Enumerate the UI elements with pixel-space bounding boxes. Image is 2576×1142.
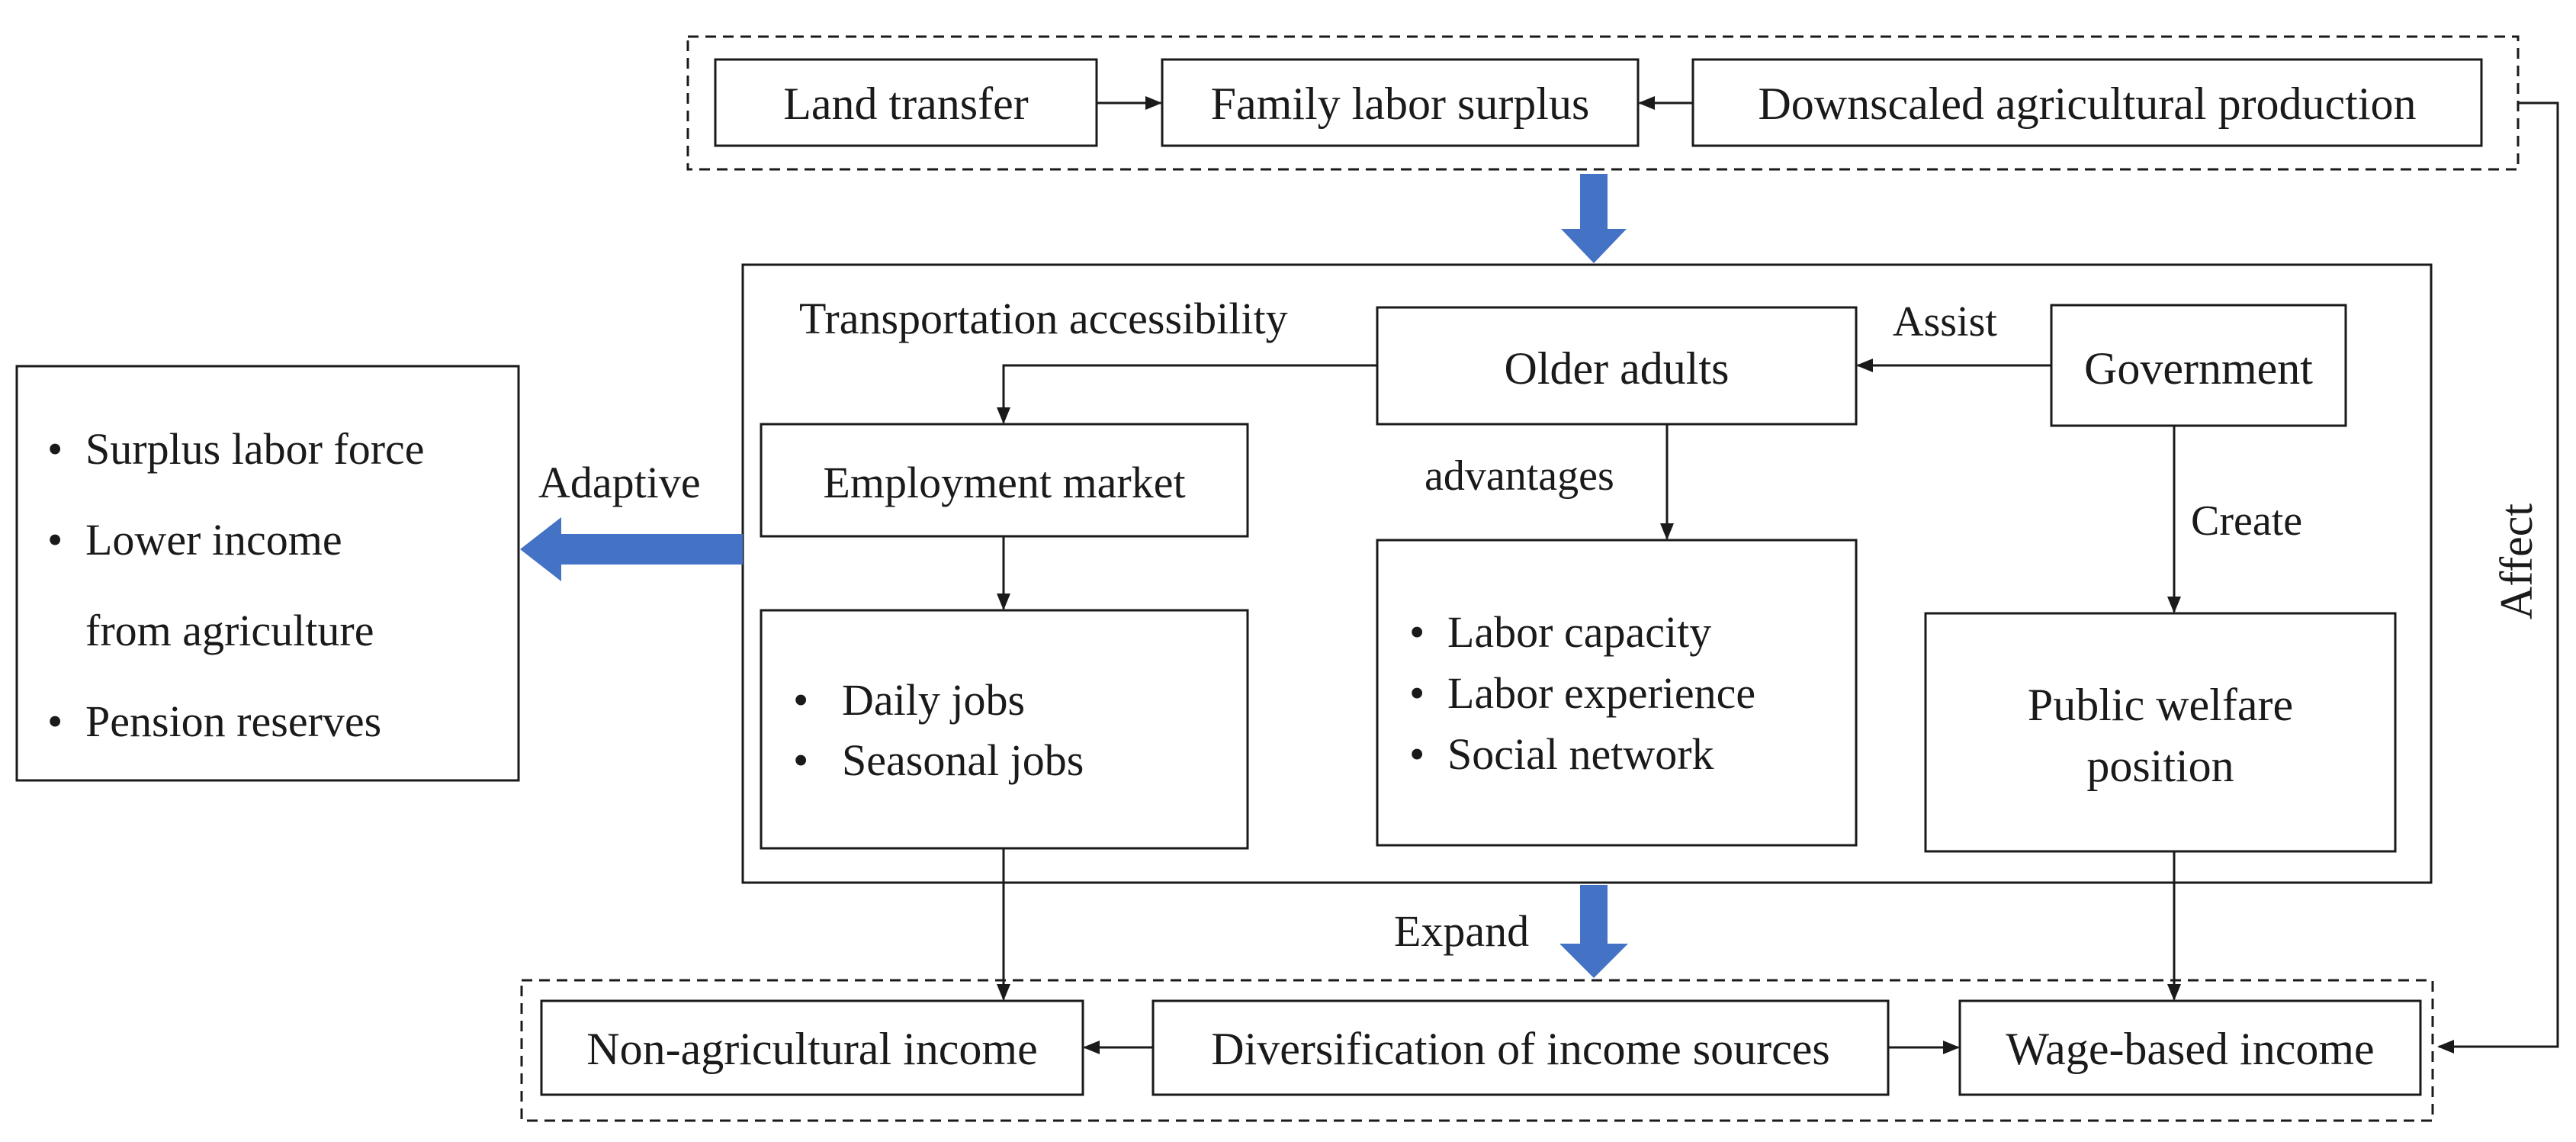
labor-bullet-1: • xyxy=(1409,607,1425,657)
transportation-label: Transportation accessibility xyxy=(799,294,1288,343)
wage-based-box xyxy=(1958,999,2422,1096)
employment-market-box xyxy=(760,423,1249,538)
affect-label: Affect xyxy=(2491,503,2542,619)
left-item-from-agriculture: from agriculture xyxy=(85,606,374,655)
arrow-older-to-employment xyxy=(997,364,1377,424)
center-main-box xyxy=(741,263,2433,884)
non-agricultural-label: Non-agricultural income xyxy=(586,1024,1037,1074)
jobs-bullet-1: • xyxy=(793,675,808,725)
family-labor-surplus-label: Family labor surplus xyxy=(1211,79,1590,129)
left-arrow-adaptive xyxy=(520,517,743,581)
create-label: Create xyxy=(2191,497,2302,545)
diversification-label: Diversification of income sources xyxy=(1211,1024,1829,1074)
expand-label: Expand xyxy=(1394,906,1529,956)
affect-connector xyxy=(2437,101,2559,1054)
land-transfer-label: Land transfer xyxy=(783,79,1029,129)
labor-bullet-3: • xyxy=(1409,729,1425,779)
government-label: Government xyxy=(2084,343,2313,394)
labor-item-network: Social network xyxy=(1447,729,1714,779)
down-arrow-expand xyxy=(1559,885,1628,978)
bottom-dashed-group xyxy=(520,979,2434,1122)
public-welfare-box xyxy=(1924,612,2397,853)
labor-item-experience: Labor experience xyxy=(1447,668,1755,718)
downscaled-production-label: Downscaled agricultural production xyxy=(1758,79,2416,129)
diversification-box xyxy=(1151,999,1890,1096)
left-item-pension: Pension reserves xyxy=(85,696,381,746)
down-arrow-top xyxy=(1561,174,1627,263)
left-item-surplus: Surplus labor force xyxy=(85,424,425,474)
advantages-label: advantages xyxy=(1425,452,1614,500)
downscaled-production-box xyxy=(1691,58,2483,147)
left-bullet-1: • xyxy=(47,424,63,474)
public-welfare-line-1: Public welfare xyxy=(2028,680,2293,730)
employment-market-label: Employment market xyxy=(823,458,1185,507)
assist-label: Assist xyxy=(1893,298,1997,346)
older-adults-label: Older adults xyxy=(1505,343,1730,394)
jobs-item-daily: Daily jobs xyxy=(842,675,1025,725)
jobs-item-seasonal: Seasonal jobs xyxy=(842,735,1084,785)
jobs-bullet-2: • xyxy=(793,735,808,785)
family-labor-surplus-box xyxy=(1161,58,1640,147)
left-bullet-2: • xyxy=(47,515,63,565)
left-item-lower-income: Lower income xyxy=(85,515,342,565)
wage-based-label: Wage-based income xyxy=(2006,1024,2374,1074)
public-welfare-line-2: position xyxy=(2086,741,2234,791)
adaptive-label: Adaptive xyxy=(538,458,701,507)
jobs-box xyxy=(760,609,1249,850)
labor-bullet-2: • xyxy=(1409,668,1425,718)
land-transfer-box xyxy=(714,58,1098,147)
left-outcome-box xyxy=(15,365,520,782)
labor-item-capacity: Labor capacity xyxy=(1447,607,1711,657)
left-bullet-3: • xyxy=(47,696,63,746)
labor-box xyxy=(1376,539,1858,847)
